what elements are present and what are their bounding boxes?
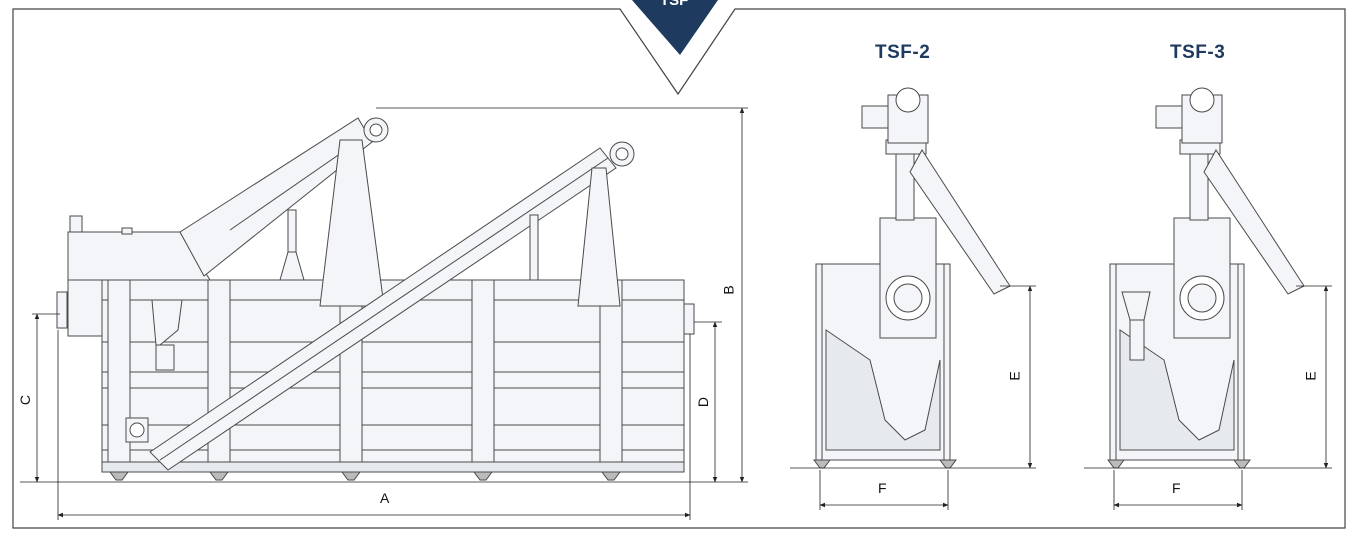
dim-label-f-tsf2: F <box>878 480 887 496</box>
tsf2-view <box>813 87 1011 469</box>
lower-screw <box>149 147 617 471</box>
dim-label-b: B <box>720 285 737 295</box>
model-title-tsf2: TSF-2 <box>875 42 931 63</box>
motor-top-left <box>69 215 83 233</box>
dim-label-e-tsf3: E <box>1302 371 1319 381</box>
inlet-box-lower <box>67 279 103 337</box>
dim-label-d: D <box>695 396 712 408</box>
dim-label-a: A <box>380 490 390 506</box>
badge-shape <box>632 0 718 55</box>
dim-label-c: C <box>17 394 34 406</box>
side-view <box>56 117 695 481</box>
upper-screw <box>179 117 373 277</box>
outlet-flange <box>683 303 695 335</box>
funnel-right <box>577 167 621 307</box>
side-dimensions <box>20 107 748 520</box>
badge-label: TSF <box>660 0 689 9</box>
inlet-flange <box>56 291 68 329</box>
tsf2-dimensions <box>790 285 1036 510</box>
tsf3-dimensions <box>1084 285 1332 510</box>
dim-label-f-tsf3: F <box>1172 480 1181 496</box>
tsf3-view <box>1107 87 1305 469</box>
dim-label-e-tsf2: E <box>1006 371 1023 381</box>
model-title-tsf3: TSF-3 <box>1170 42 1226 63</box>
valve-top <box>121 227 133 235</box>
